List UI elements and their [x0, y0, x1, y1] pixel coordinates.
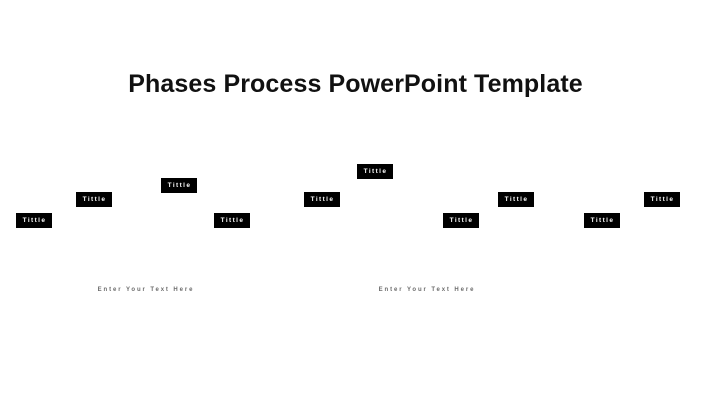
phase-label-7[interactable]: Tittle: [443, 213, 479, 228]
phase-label-9[interactable]: Tittle: [584, 213, 620, 228]
phase-label-10[interactable]: Tittle: [644, 192, 680, 207]
page-title: Phases Process PowerPoint Template: [128, 70, 583, 98]
phase-label-1[interactable]: Tittle: [16, 213, 52, 228]
phase-label-3[interactable]: Tittle: [161, 178, 197, 193]
phase-label-8[interactable]: Tittle: [498, 192, 534, 207]
caption-text-1[interactable]: Enter Your Text Here: [97, 287, 195, 293]
caption-text-2[interactable]: Enter Your Text Here: [378, 287, 476, 293]
phase-label-4[interactable]: Tittle: [214, 213, 250, 228]
phase-label-5[interactable]: Tittle: [304, 192, 340, 207]
phase-label-6[interactable]: Tittle: [357, 164, 393, 179]
phase-label-2[interactable]: Tittle: [76, 192, 112, 207]
